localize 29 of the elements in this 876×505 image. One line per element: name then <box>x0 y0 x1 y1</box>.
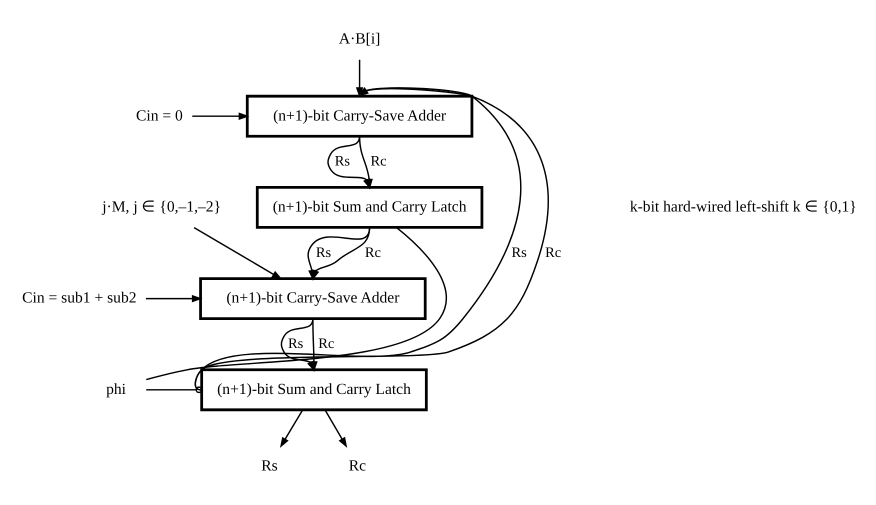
edge-label: Rc <box>545 244 562 260</box>
arrow <box>192 112 250 120</box>
arrow <box>356 59 364 98</box>
edge-label: Rs <box>512 244 527 260</box>
edge-label: Rc <box>318 335 334 352</box>
node-text: phi <box>106 380 126 398</box>
arrow <box>194 226 282 280</box>
arrow <box>280 409 304 448</box>
arrow <box>310 318 318 372</box>
arrow <box>324 409 348 448</box>
node-box: (n+1)-bit Sum and Carry Latch <box>256 186 484 228</box>
arrow <box>146 294 203 302</box>
node-box: (n+1)-bit Sum and Carry Latch <box>200 368 428 411</box>
edge-label: Rc <box>370 153 387 170</box>
node-text: Cin = 0 <box>136 106 183 124</box>
edge-label: Rs <box>316 244 332 260</box>
connector <box>146 226 447 380</box>
node-text: Rs <box>261 457 278 474</box>
label: k-bit hard-wired left-shift k ∈ {0,1} <box>630 198 857 216</box>
node-text: Rc <box>348 457 366 474</box>
connector <box>146 386 202 393</box>
edge-label: Rc <box>364 244 381 260</box>
node-box: (n+1)-bit Carry-Save Adder <box>199 276 427 320</box>
node-box: (n+1)-bit Carry-Save Adder <box>246 94 474 138</box>
node-text: Cin = sub1 + sub2 <box>22 289 137 306</box>
edge-label: Rs <box>288 335 304 352</box>
node-text: j·M, j ∈ {0,–1,–2} <box>102 198 222 216</box>
node-text: A·B[i] <box>338 30 380 48</box>
edge-label: Rs <box>334 153 350 170</box>
